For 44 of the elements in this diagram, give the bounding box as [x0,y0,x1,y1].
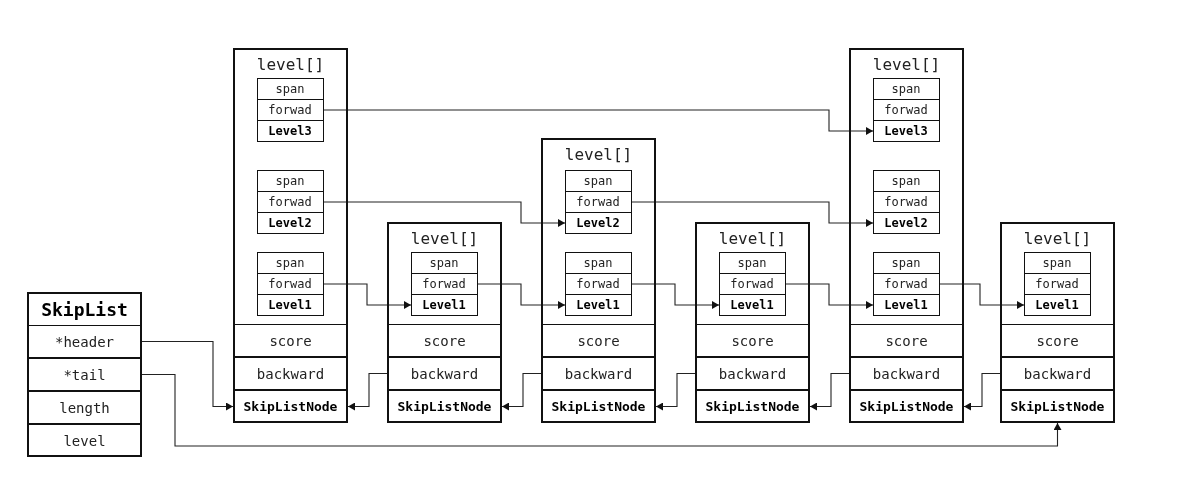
arrow [323,283,412,309]
arrow [347,372,388,411]
field-cell: *tail [27,358,142,391]
arrow [141,340,234,411]
field-cell: backward [695,357,810,390]
arrow [501,372,542,411]
level-array-label: level[] [563,145,634,164]
level-array-label: level[] [409,229,480,248]
level-array-label: level[] [717,229,788,248]
arrow [785,283,874,309]
level-array-label: level[] [255,55,326,74]
field-cell: score [695,324,810,357]
field-cell: backward [541,357,656,390]
field-cell: length [27,391,142,424]
struct-box [387,222,502,423]
struct-box [27,292,142,457]
field-cell: backward [233,357,348,390]
struct-box [233,48,348,423]
field-cell: score [233,324,348,357]
struct-title: SkipList [40,299,129,320]
arrow [939,283,1025,309]
arrow [477,283,566,309]
field-cell: score [1000,324,1115,357]
field-cell: backward [849,357,964,390]
level-array-label: level[] [871,55,942,74]
arrow [963,372,1001,411]
field-cell: score [387,324,502,357]
arrow [631,283,720,309]
arrow [809,372,850,411]
struct-box [1000,222,1115,423]
field-cell: score [541,324,656,357]
struct-box [541,138,656,423]
arrow [323,109,874,135]
field-cell: backward [1000,357,1115,390]
struct-box [849,48,964,423]
field-cell: score [849,324,964,357]
arrow [141,373,1062,447]
field-cell: *header [27,325,142,358]
arrow [323,201,566,227]
struct-box [695,222,810,423]
arrow [631,201,874,227]
arrow [655,372,696,411]
field-cell: backward [387,357,502,390]
level-array-label: level[] [1022,229,1093,248]
